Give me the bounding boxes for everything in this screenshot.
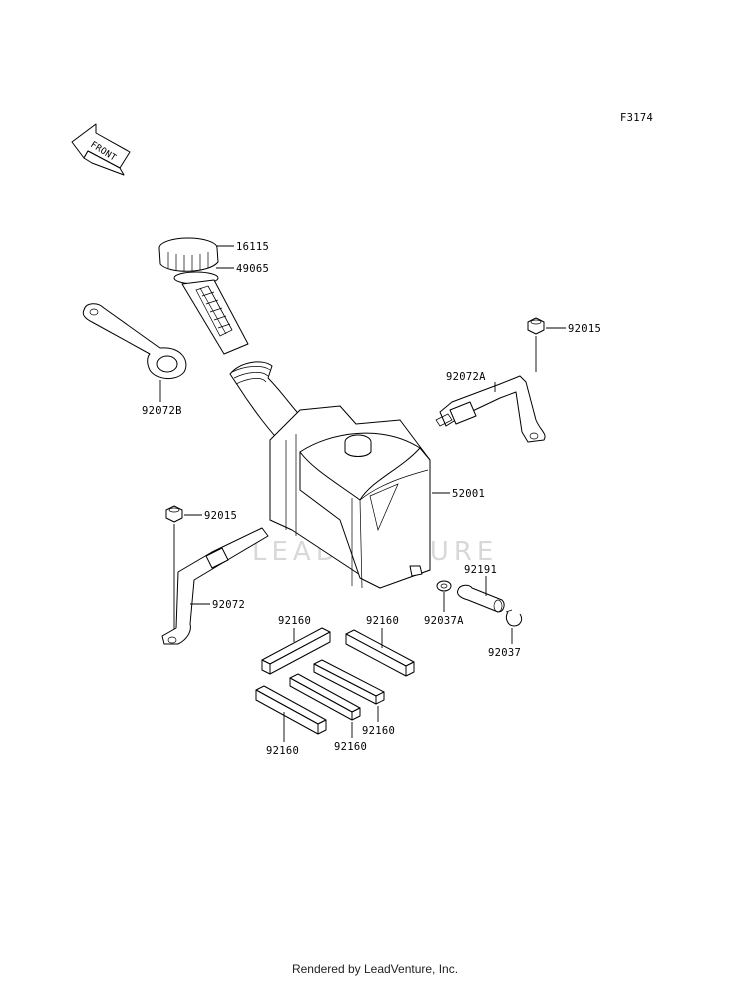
pad-2[interactable] bbox=[345, 629, 415, 677]
clamp-a[interactable] bbox=[436, 580, 452, 592]
nut-right[interactable] bbox=[527, 317, 545, 335]
fuel-tank[interactable] bbox=[229, 361, 431, 589]
pad-5[interactable] bbox=[255, 685, 327, 735]
front-arrow-icon: FRONT bbox=[71, 123, 131, 176]
ring-strap[interactable] bbox=[82, 303, 187, 379]
part-label-clamp-a[interactable]: 92037A bbox=[424, 615, 464, 627]
part-label-pad-5[interactable]: 92160 bbox=[266, 745, 299, 757]
cap-gasket[interactable] bbox=[173, 271, 249, 355]
band-left[interactable] bbox=[161, 527, 269, 645]
clamp[interactable] bbox=[505, 609, 523, 627]
part-label-gasket[interactable]: 49065 bbox=[236, 263, 269, 275]
part-label-cap[interactable]: 16115 bbox=[236, 241, 269, 253]
part-label-pad-3[interactable]: 92160 bbox=[362, 725, 395, 737]
nut-left[interactable] bbox=[165, 505, 183, 523]
part-label-band-right[interactable]: 92072A bbox=[446, 371, 486, 383]
pad-3[interactable] bbox=[313, 659, 385, 705]
part-label-pad-4[interactable]: 92160 bbox=[334, 741, 367, 753]
part-label-pad-1[interactable]: 92160 bbox=[278, 615, 311, 627]
part-label-ring-strap[interactable]: 92072B bbox=[142, 405, 182, 417]
part-label-band-left[interactable]: 92072 bbox=[212, 599, 245, 611]
part-label-tank[interactable]: 52001 bbox=[452, 488, 485, 500]
part-label-hose[interactable]: 92191 bbox=[464, 564, 497, 576]
part-label-clamp[interactable]: 92037 bbox=[488, 647, 521, 659]
part-label-nut-left[interactable]: 92015 bbox=[204, 510, 237, 522]
band-right[interactable] bbox=[435, 375, 546, 443]
hose[interactable] bbox=[457, 584, 505, 613]
figure-code: F3174 bbox=[620, 112, 653, 124]
part-label-nut-right[interactable]: 92015 bbox=[568, 323, 601, 335]
fuel-cap[interactable] bbox=[158, 237, 219, 272]
pad-1[interactable] bbox=[261, 627, 331, 675]
part-label-pad-2[interactable]: 92160 bbox=[366, 615, 399, 627]
footer-credit: Rendered by LeadVenture, Inc. bbox=[291, 962, 459, 976]
pad-4[interactable] bbox=[289, 673, 361, 721]
